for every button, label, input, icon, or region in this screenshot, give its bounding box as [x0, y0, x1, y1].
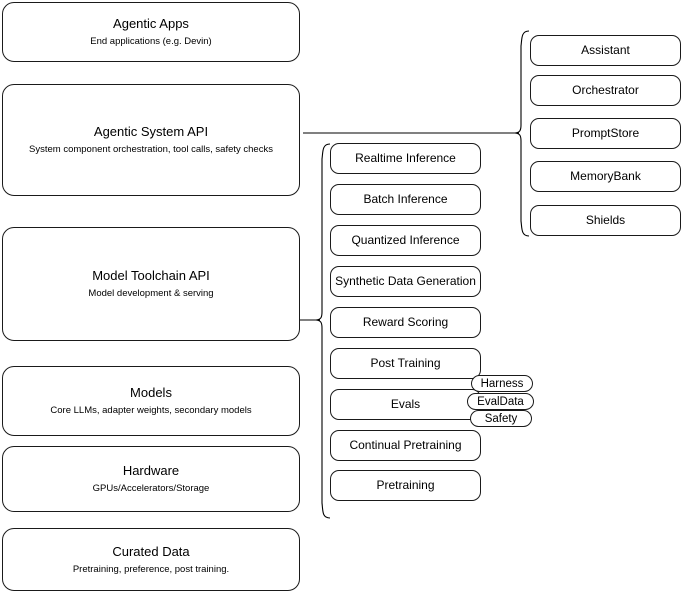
toolchain-item-quantized-inference[interactable]: Quantized Inference [330, 225, 481, 256]
layer-model-toolchain-api[interactable]: Model Toolchain API Model development & … [2, 227, 300, 341]
toolchain-item-evals[interactable]: Evals [330, 389, 481, 420]
layer-subtitle: Model development & serving [88, 288, 214, 299]
toolchain-item-label: Post Training [370, 356, 441, 370]
system-item-label: Orchestrator [572, 83, 639, 97]
layer-curated-data[interactable]: Curated Data Pretraining, preference, po… [2, 528, 300, 591]
layer-subtitle: End applications (e.g. Devin) [90, 36, 212, 47]
layer-title: Agentic Apps [113, 16, 189, 31]
layer-models[interactable]: Models Core LLMs, adapter weights, secon… [2, 366, 300, 436]
layer-hardware[interactable]: Hardware GPUs/Accelerators/Storage [2, 446, 300, 512]
toolchain-item-label: Synthetic Data Generation [335, 274, 476, 288]
evals-badge-evaldata[interactable]: EvalData [467, 393, 534, 410]
toolchain-item-label: Quantized Inference [351, 233, 460, 247]
layer-title: Curated Data [112, 543, 190, 559]
toolchain-item-reward-scoring[interactable]: Reward Scoring [330, 307, 481, 338]
toolchain-item-post-training[interactable]: Post Training [330, 348, 481, 379]
layer-title: Model Toolchain API [92, 268, 210, 283]
middle-bracket [315, 143, 331, 519]
toolchain-item-label: Continual Pretraining [349, 438, 462, 452]
evals-badge-safety[interactable]: Safety [470, 410, 532, 427]
system-item-label: Shields [585, 213, 626, 227]
system-item-label: PromptStore [571, 126, 640, 140]
layer-subtitle: Core LLMs, adapter weights, secondary mo… [50, 405, 252, 416]
system-item-label: MemoryBank [570, 169, 641, 183]
system-item-promptstore[interactable]: PromptStore [530, 118, 681, 149]
layer-agentic-system-api[interactable]: Agentic System API System component orch… [2, 84, 300, 196]
toolchain-item-label: Batch Inference [363, 192, 448, 206]
toolchain-item-batch-inference[interactable]: Batch Inference [330, 184, 481, 215]
toolchain-item-label: Realtime Inference [355, 151, 456, 165]
toolchain-item-label: Reward Scoring [362, 315, 449, 329]
layer-title: Models [130, 385, 172, 400]
evals-badge-label: Safety [484, 412, 518, 425]
system-item-shields[interactable]: Shields [530, 205, 681, 236]
system-item-label: Assistant [581, 43, 630, 57]
layer-agentic-apps[interactable]: Agentic Apps End applications (e.g. Devi… [2, 2, 300, 62]
layer-subtitle: System component orchestration, tool cal… [29, 144, 273, 155]
system-item-orchestrator[interactable]: Orchestrator [530, 75, 681, 106]
toolchain-item-pretraining[interactable]: Pretraining [330, 470, 481, 501]
layer-subtitle: GPUs/Accelerators/Storage [92, 483, 210, 494]
toolchain-item-continual-pretraining[interactable]: Continual Pretraining [330, 430, 481, 461]
system-item-assistant[interactable]: Assistant [530, 35, 681, 66]
layer-subtitle: Pretraining, preference, post training. [72, 563, 230, 575]
toolchain-item-synthetic-data-generation[interactable]: Synthetic Data Generation [330, 266, 481, 297]
evals-badge-label: EvalData [477, 395, 524, 408]
right-bracket [514, 30, 530, 237]
evals-badge-label: Harness [480, 377, 524, 390]
layer-title: Agentic System API [93, 124, 209, 139]
evals-badge-harness[interactable]: Harness [471, 375, 533, 392]
toolchain-item-label: Pretraining [376, 478, 435, 492]
toolchain-item-label: Evals [390, 397, 421, 411]
layer-title: Hardware [122, 463, 180, 478]
system-item-memorybank[interactable]: MemoryBank [530, 161, 681, 192]
toolchain-item-realtime-inference[interactable]: Realtime Inference [330, 143, 481, 174]
